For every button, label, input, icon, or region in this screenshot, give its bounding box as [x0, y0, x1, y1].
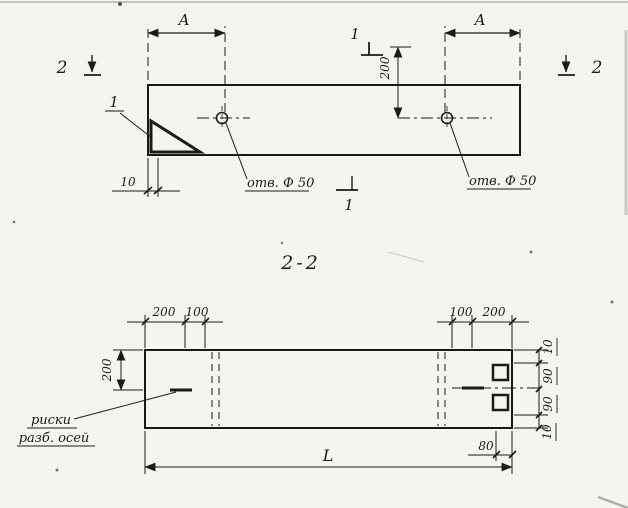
axis-label-leader	[73, 391, 177, 420]
scan-speck	[12, 220, 16, 224]
dim-tick	[535, 385, 543, 393]
scan-speck	[529, 250, 533, 254]
hole-left-leader	[225, 122, 248, 180]
section-beam-outline	[144, 349, 513, 429]
dim-80-label: 80	[478, 439, 494, 453]
dim-tick	[508, 450, 517, 459]
dim-200-right-label: 200	[482, 305, 506, 319]
section-2-right-label: 2	[591, 58, 603, 78]
dim-200-label: 200	[378, 56, 392, 80]
dim-tick	[153, 186, 163, 195]
dim-tick	[143, 186, 153, 195]
dim-tick	[508, 317, 517, 326]
dim-tick	[141, 317, 150, 326]
hole-right	[440, 111, 454, 125]
hole-left	[215, 111, 229, 125]
section-2-left-label: 2	[56, 58, 68, 78]
dim-tick	[448, 317, 457, 326]
section-1-bottom-label: 1	[344, 196, 354, 214]
dim-tick	[535, 424, 543, 432]
dim-100-right-label: 100	[450, 305, 473, 319]
axis-label-line2: разб. осей	[19, 431, 90, 446]
section-title: 2-2	[280, 252, 321, 274]
dim-tick	[492, 450, 501, 459]
dim-200-left-label: 200	[152, 305, 176, 319]
plan-view: 1 отв. Ф 50 отв. Ф 50 A A 200 2	[56, 11, 603, 214]
dim-tick	[468, 317, 477, 326]
scan-speck	[118, 2, 122, 6]
end-recess-top	[491, 363, 510, 382]
dim-tick	[181, 317, 190, 326]
axis-label-line1: риски	[31, 413, 71, 428]
dim-tick	[535, 411, 543, 419]
chain-10-bottom-label: 10	[540, 424, 554, 440]
dim-A-left-label: A	[177, 11, 190, 29]
chain-90-bottom-label: 90	[541, 396, 555, 412]
section-view: 2-2 200 100 100 200 200 р	[17, 252, 558, 474]
beam-outline	[147, 84, 521, 156]
scan-speck	[280, 241, 284, 245]
hole-right-label: отв. Ф 50	[469, 174, 536, 189]
dim-tick	[535, 346, 543, 354]
scan-speck	[610, 300, 614, 304]
scan-scratch	[387, 251, 425, 263]
dim-100-left-label: 100	[186, 305, 209, 319]
dim-tick	[535, 359, 543, 367]
end-recess-bottom	[491, 393, 510, 412]
dim-L-label: L	[322, 446, 334, 465]
detail-ref-leader	[119, 112, 153, 139]
dim-10-label: 10	[120, 175, 136, 189]
dim-A-right-label: A	[473, 11, 486, 29]
corner-detail-triangle	[149, 118, 206, 154]
dim-height-label: 200	[100, 358, 114, 382]
dim-tick	[201, 317, 210, 326]
scan-corner-mark	[597, 495, 628, 508]
hole-right-leader	[449, 122, 470, 178]
chain-90-top-label: 90	[541, 368, 555, 384]
section-1-top-label: 1	[350, 25, 360, 43]
chain-10-top-label: 10	[541, 339, 555, 355]
scan-speck	[55, 468, 59, 472]
detail-ref-label: 1	[109, 93, 119, 111]
hole-left-label: отв. Ф 50	[247, 176, 314, 191]
